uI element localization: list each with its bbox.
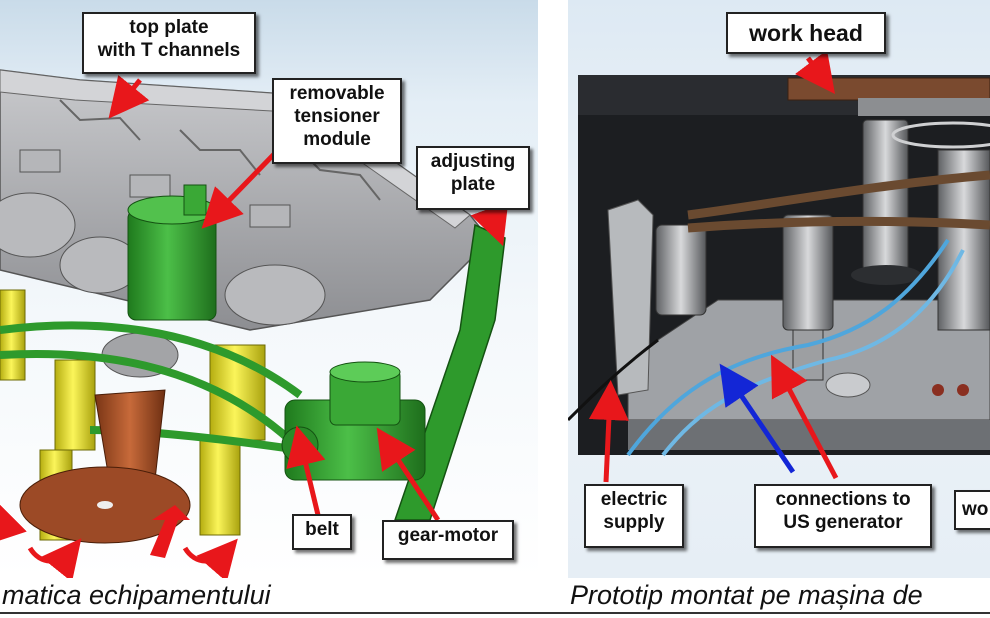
prototype-photo-drawing <box>568 50 990 483</box>
label-connections-us-generator: connections to US generator <box>754 484 932 548</box>
cad-schematic-drawing <box>0 69 509 578</box>
ultrasonic-unit-shape <box>782 214 834 331</box>
pointer-arrows-left <box>0 74 509 546</box>
label-tensioner-module: removable tensioner module <box>272 78 402 164</box>
small-motor-shape <box>655 224 707 316</box>
tensioner-module-shape <box>127 184 217 321</box>
caption-left: matica echipamentului <box>2 580 271 610</box>
label-adjusting-plate: adjusting plate <box>416 146 530 210</box>
footer-divider <box>0 612 990 614</box>
label-gear-motor: gear-motor <box>382 520 514 560</box>
label-top-plate: top plate with T channels <box>82 12 256 74</box>
cable-shape <box>626 238 950 457</box>
label-electric-supply: electric supply <box>584 484 684 548</box>
left-bracket-shape <box>607 199 654 396</box>
caption-right: Prototip montat pe mașina de <box>570 580 923 610</box>
label-belt: belt <box>292 514 352 550</box>
motion-arrows <box>27 505 238 578</box>
label-work-partial: wo <box>954 490 990 530</box>
copper-tool-shape <box>19 389 191 544</box>
cad-schematic-panel: top plate with T channels removable tens… <box>0 0 538 578</box>
prototype-photo-panel: work head electric supply connections to… <box>568 0 990 578</box>
label-work-head: work head <box>726 12 886 54</box>
work-head-shape <box>787 77 990 101</box>
belt-photo-shape <box>687 170 990 233</box>
pointer-arrows-right <box>588 50 839 483</box>
